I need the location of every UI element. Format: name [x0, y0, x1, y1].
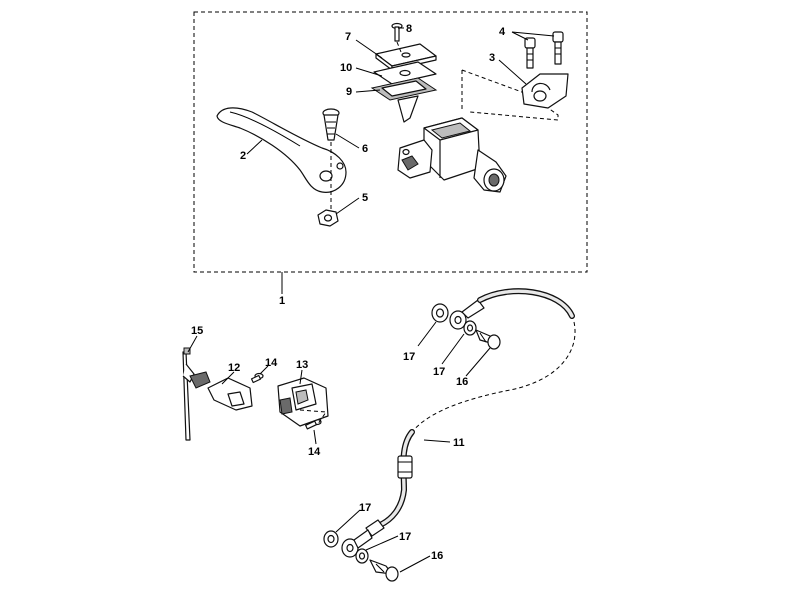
master-cylinder	[397, 117, 507, 193]
callout-2: 2	[240, 150, 246, 162]
washer-upper-2	[463, 320, 477, 336]
callout-16-upper: 16	[456, 376, 468, 388]
pivot-bolt	[322, 108, 340, 141]
callout-1: 1	[279, 295, 285, 307]
callout-5: 5	[362, 192, 368, 204]
washer-lower-2	[355, 548, 369, 564]
assembly-boundary	[193, 11, 588, 273]
banjo-fitting-upper	[449, 299, 485, 330]
callout-7: 7	[345, 31, 351, 43]
handlebar-clamp	[521, 73, 569, 109]
cable-tie	[182, 347, 195, 441]
callout-14-upper: 14	[265, 357, 278, 369]
callout-11: 11	[453, 437, 465, 449]
callout-8: 8	[406, 23, 412, 35]
callout-6: 6	[362, 143, 368, 155]
brake-hose	[365, 288, 576, 537]
banjo-fitting-lower	[341, 529, 373, 558]
callout-12: 12	[228, 362, 240, 374]
callout-9: 9	[346, 86, 352, 98]
washer-lower-1	[323, 530, 339, 548]
callout-17-upper-2: 17	[433, 366, 445, 378]
reservoir-plate	[373, 61, 437, 85]
banjo-bolt-lower	[369, 559, 399, 582]
cap-screw	[391, 22, 403, 42]
brake-lever	[216, 107, 347, 193]
clamp-alignment-line	[461, 69, 559, 121]
screw-axis-line	[396, 41, 402, 53]
banjo-bolt-upper	[475, 329, 501, 350]
callout-13: 13	[296, 359, 308, 371]
callout-10: 10	[340, 62, 352, 74]
lever-nut	[317, 209, 339, 227]
callout-3: 3	[489, 52, 495, 64]
callout-17-lower-2: 17	[399, 531, 411, 543]
clamp-bolt-right	[552, 31, 564, 65]
brake-light-switch	[277, 377, 329, 427]
washer-upper-1	[431, 303, 449, 323]
callout-17-lower-1: 17	[359, 502, 371, 514]
clamp-bolt-left	[524, 37, 536, 69]
callout-14-lower: 14	[308, 446, 321, 458]
switch-bracket	[189, 371, 253, 411]
callout-15: 15	[191, 325, 203, 337]
reservoir-gasket	[370, 77, 438, 123]
bracket-screw-upper	[250, 372, 264, 384]
callout-17-upper-1: 17	[403, 351, 415, 363]
callout-16-lower: 16	[431, 550, 443, 562]
callout-4: 4	[499, 26, 506, 38]
